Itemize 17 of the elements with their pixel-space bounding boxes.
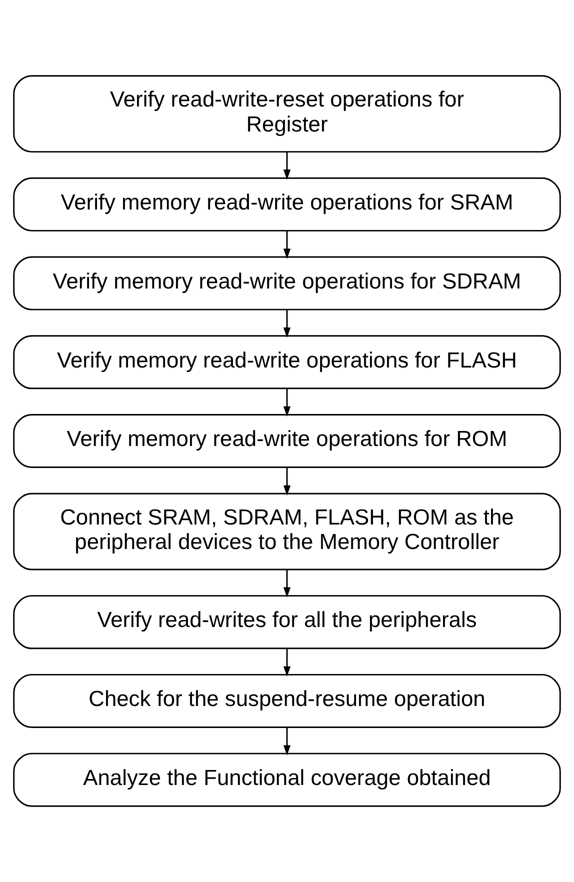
arrow	[283, 467, 291, 496]
node-box: Analyze the Functional coverage obtained	[13, 752, 561, 807]
arrow	[283, 570, 291, 598]
arrow	[283, 152, 291, 180]
arrow	[283, 727, 291, 756]
node-box: Verify memory read-write operations for FLASH	[13, 335, 561, 390]
arrow	[283, 230, 291, 259]
node-box: Verify read-writes for all the peripherals	[13, 595, 561, 650]
node-box: Verify memory read-write operations for SDRAM	[13, 256, 561, 310]
node-box: Verify read-write-reset operations for Register	[13, 75, 561, 153]
arrow	[283, 388, 291, 417]
node-box: Verify memory read-write operations for SRAM	[13, 177, 561, 232]
arrow	[283, 648, 291, 677]
node-box: Connect SRAM, SDRAM, FLASH, ROM as the peripheral devices to the Memory Controller	[13, 492, 561, 570]
node-box: Verify memory read-write operations for ROM	[13, 414, 561, 468]
node-box: Check for the suspend-resume operation	[13, 674, 561, 728]
arrow	[283, 310, 291, 338]
